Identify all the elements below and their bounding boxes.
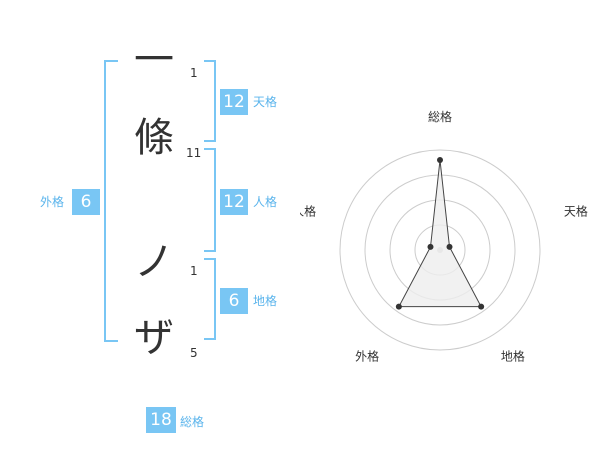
gaikaku-bracket xyxy=(104,60,118,342)
radar-axis-label: 人格 xyxy=(300,204,316,219)
radar-point-2 xyxy=(446,243,453,250)
name-char-2: 條 xyxy=(134,115,174,161)
jinkaku-bracket xyxy=(204,148,216,252)
tenkaku-badge: 12 xyxy=(220,89,248,115)
chikaku-badge: 6 xyxy=(220,288,248,314)
jinkaku-badge: 12 xyxy=(220,189,248,215)
stroke-count-2: 11 xyxy=(186,146,202,160)
gaikaku-label: 外格 xyxy=(40,195,65,209)
radar-point-4 xyxy=(395,303,402,310)
radar-axis-label: 外格 xyxy=(355,348,379,363)
radar-axis-label: 地格 xyxy=(501,348,525,363)
name-char-1: 一 xyxy=(134,37,174,83)
tenkaku-bracket xyxy=(204,60,216,142)
stroke-count-3: 1 xyxy=(190,264,198,278)
soukaku-badge: 18 xyxy=(146,407,176,433)
radar-polygon xyxy=(398,159,482,308)
radar-ring xyxy=(339,149,541,351)
chikaku-bracket xyxy=(204,258,216,340)
radar-point-1 xyxy=(437,157,443,163)
stroke-count-4: 5 xyxy=(190,346,198,360)
tenkaku-label: 天格 xyxy=(253,95,278,109)
radar-axis-label: 総格 xyxy=(428,110,452,124)
stroke-count-1: 1 xyxy=(190,66,198,80)
radar-point-3 xyxy=(478,303,485,310)
name-char-3: ノ xyxy=(134,239,174,285)
jinkaku-label: 人格 xyxy=(253,195,278,209)
name-char-4: ザ xyxy=(134,315,174,361)
soukaku-label: 総格 xyxy=(180,415,205,429)
radar-axis-label: 天格 xyxy=(564,204,588,219)
chikaku-label: 地格 xyxy=(253,294,278,308)
radar-point-5 xyxy=(427,243,434,250)
gaikaku-badge: 6 xyxy=(72,189,100,215)
